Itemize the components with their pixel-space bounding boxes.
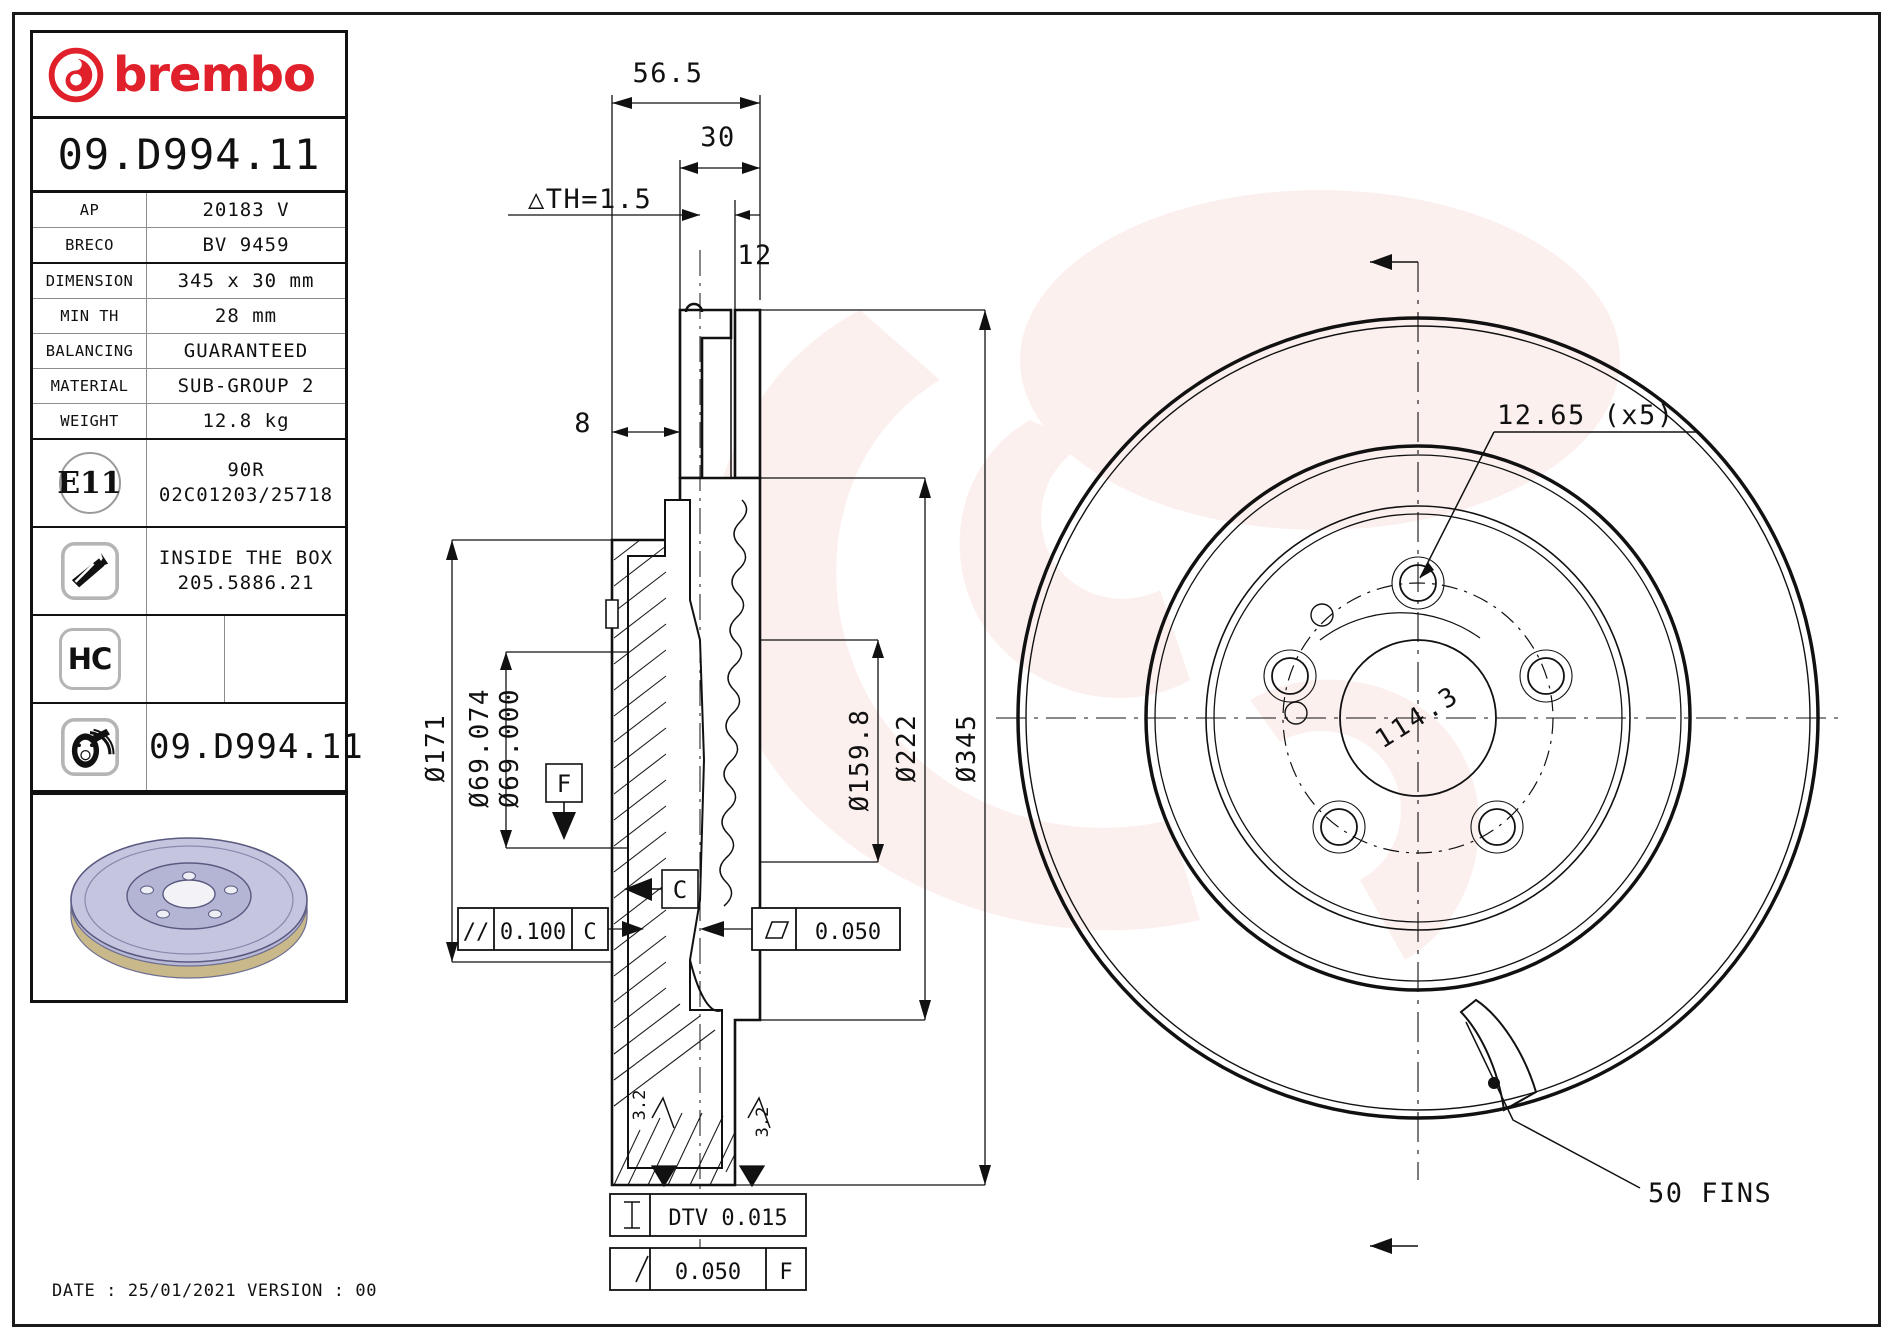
datum-c-symbol [624, 869, 699, 909]
dim-30-label: 30 [700, 122, 736, 153]
table-row-breco: BRECO BV 9459 [33, 228, 345, 264]
runout-datum: F [779, 1260, 792, 1285]
parallelism-tolerance-frame [457, 907, 644, 951]
row-label: BRECO [33, 228, 147, 262]
disc-cross-section [605, 250, 762, 1250]
screws-line2: 205.5886.21 [177, 572, 315, 594]
homologation-value: 90R 02C01203/25718 [147, 440, 345, 526]
version-value: 00 [355, 1281, 378, 1301]
homologation-line1: 90R [227, 459, 265, 482]
runout-tolerance-frame [609, 1247, 807, 1291]
table-row-balancing: BALANCING GUARANTEED [33, 334, 345, 369]
part-code: 09.D994.11 [57, 130, 321, 179]
face-view-diameter-arrows [1370, 254, 1418, 1254]
table-row-screws: INSIDE THE BOX 205.5886.21 [33, 528, 345, 616]
disc-face-view [996, 262, 1840, 1180]
date-value: 25/01/2021 [127, 1281, 237, 1301]
datum-f-label: F [557, 770, 571, 798]
hc-empty-cell [147, 616, 225, 702]
flatness-value: 0.050 [815, 920, 881, 945]
dtv-value: DTV 0.015 [668, 1206, 787, 1231]
row-label: WEIGHT [33, 404, 147, 438]
parallelism-symbol: // [463, 920, 490, 945]
dim-159-8-label: Ø159.8 [845, 709, 875, 812]
table-row-weight: WEIGHT 12.8 kg [33, 404, 345, 440]
row-value: 345 x 30 mm [177, 270, 315, 292]
row-value: GUARANTEED [183, 340, 309, 362]
dim-171-label: Ø171 [421, 714, 451, 783]
vertical-dimension-lines [446, 309, 991, 1186]
row-value: 12.8 kg [202, 410, 290, 432]
brake-disc-icon-glyph [60, 718, 119, 776]
roughness-symbol-left [651, 1096, 675, 1129]
row-label: BALANCING [33, 334, 147, 368]
footer-date-version: DATE : 25/01/2021 VERSION : 00 [52, 1281, 377, 1301]
table-row-homologation: E11 90R 02C01203/25718 [33, 440, 345, 528]
bolt-hole-callout [1419, 431, 1697, 579]
table-row-final-code: 09.D994.11 [33, 704, 363, 792]
row-value: 20183 V [202, 199, 290, 221]
hc-badge-text: HC [58, 628, 121, 690]
flatness-tolerance-frame [700, 907, 901, 951]
specification-table: brembo 09.D994.11 AP 20183 V BRECO BV 94… [30, 30, 363, 1003]
row-label: MATERIAL [33, 369, 147, 403]
runout-value: 0.050 [675, 1260, 741, 1285]
row-label: DIMENSION [33, 264, 147, 298]
parallelism-value: 0.100 [500, 920, 566, 945]
fins-callout-leader [1459, 998, 1641, 1189]
brake-disc-photo [70, 836, 308, 979]
roughness-right-label: 3.2 [753, 1107, 773, 1138]
row-label: MIN TH [33, 299, 147, 333]
brake-disc-icon [33, 704, 147, 790]
table-row-ap: AP 20183 V [33, 193, 345, 228]
hc-badge-icon: HC [33, 616, 147, 702]
dim-345-label: Ø345 [952, 714, 982, 783]
final-code-value: 09.D994.11 [147, 704, 366, 790]
row-value: 28 mm [214, 305, 278, 327]
row-value: SUB-GROUP 2 [177, 375, 315, 397]
roughness-left-label: 3.2 [630, 1090, 650, 1121]
e11-badge-icon: E11 [33, 440, 147, 526]
row-label: AP [33, 193, 147, 227]
dim-12-label: 12 [737, 240, 773, 271]
parallelism-datum: C [583, 920, 596, 945]
brembo-logo-icon [48, 47, 104, 102]
screws-line1: INSIDE THE BOX [158, 547, 334, 570]
dim-th-variation-label: △TH=1.5 [528, 184, 652, 215]
datum-f-symbol [545, 763, 583, 840]
brembo-logo-row: brembo [33, 33, 345, 119]
dtv-tolerance-frame [609, 1193, 807, 1237]
homologation-line2: 02C01203/25718 [158, 484, 334, 506]
final-part-code: 09.D994.11 [149, 727, 364, 767]
dim-69-074-label: Ø69.074 [465, 688, 495, 808]
dim-69-000-label: Ø69.000 [495, 688, 525, 808]
version-label: VERSION : [247, 1281, 345, 1301]
screw-icon [33, 528, 147, 614]
datum-c-label: C [673, 876, 687, 904]
e11-badge-text: E11 [57, 452, 122, 514]
bolt-hole-diameter-label: 12.65 (x5) [1497, 400, 1675, 431]
dim-222-label: Ø222 [892, 714, 922, 783]
date-label: DATE : [52, 1281, 118, 1301]
dim-56-5-label: 56.5 [632, 58, 703, 89]
screws-value: INSIDE THE BOX 205.5886.21 [147, 528, 345, 614]
table-row-min-th: MIN TH 28 mm [33, 299, 345, 334]
hc-empty-cell-right [225, 616, 345, 702]
row-value: BV 9459 [202, 234, 290, 256]
top-dimension-lines [508, 95, 761, 540]
table-row-dimension: DIMENSION 345 x 30 mm [33, 264, 345, 299]
fins-callout-label: 50 FINS [1648, 1178, 1772, 1209]
brembo-wordmark: brembo [113, 46, 316, 103]
roughness-symbol-right [747, 1096, 771, 1129]
part-code-row: 09.D994.11 [33, 119, 345, 193]
dim-8-label: 8 [574, 408, 592, 439]
screw-icon-glyph [60, 542, 119, 600]
product-thumbnail-row [33, 792, 345, 1000]
table-row-hc: HC [33, 616, 345, 704]
section-bottom-arrow [650, 1165, 766, 1188]
table-row-material: MATERIAL SUB-GROUP 2 [33, 369, 345, 404]
